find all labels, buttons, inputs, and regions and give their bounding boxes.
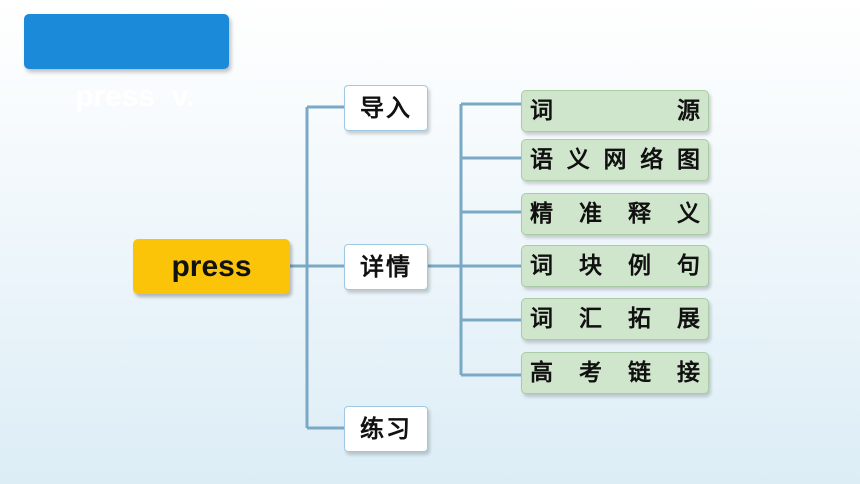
detail-node-char: 例 (628, 253, 651, 279)
detail-node-char: 词 (530, 306, 553, 332)
detail-node-char: 源 (677, 98, 700, 124)
detail-node-char: 汇 (579, 306, 602, 332)
branch-node-label: 详情 (360, 253, 412, 281)
branch-node-intro[interactable]: 导入 (344, 85, 428, 131)
detail-node-char: 高 (530, 360, 553, 386)
root-node-press[interactable]: press (133, 239, 290, 294)
page-title: press v. (75, 80, 195, 113)
page-title-badge: press v. (24, 14, 229, 113)
detail-node-gaokao-link[interactable]: 高考链接 (521, 352, 709, 394)
detail-node-char: 精 (530, 201, 553, 227)
detail-node-semantic-network[interactable]: 语义网络图 (521, 139, 709, 181)
detail-node-etymology[interactable]: 词源 (521, 90, 709, 132)
detail-node-chunk-examples[interactable]: 词块例句 (521, 245, 709, 287)
branch-node-details[interactable]: 详情 (344, 244, 428, 290)
detail-node-char: 拓 (628, 306, 651, 332)
detail-node-char: 句 (677, 253, 700, 279)
detail-node-char: 词 (530, 253, 553, 279)
detail-node-char: 释 (628, 201, 651, 227)
detail-node-char: 网 (603, 147, 627, 173)
detail-node-char: 链 (628, 360, 651, 386)
branch-node-label: 导入 (360, 94, 412, 122)
detail-node-precise-definition[interactable]: 精准释义 (521, 193, 709, 235)
detail-node-char: 接 (677, 360, 700, 386)
detail-node-char: 义 (677, 201, 700, 227)
detail-node-char: 络 (640, 147, 664, 173)
detail-node-char: 义 (566, 147, 590, 173)
detail-node-char: 准 (579, 201, 602, 227)
detail-node-char: 语 (530, 147, 553, 173)
detail-node-char: 考 (579, 360, 602, 386)
root-node-label: press (171, 250, 252, 283)
detail-node-char: 块 (579, 253, 602, 279)
detail-node-char: 图 (677, 147, 700, 173)
detail-node-char: 展 (677, 306, 700, 332)
branch-node-label: 练习 (360, 415, 412, 443)
branch-node-practice[interactable]: 练习 (344, 406, 428, 452)
detail-node-char: 词 (530, 98, 553, 124)
detail-node-vocabulary-expansion[interactable]: 词汇拓展 (521, 298, 709, 340)
